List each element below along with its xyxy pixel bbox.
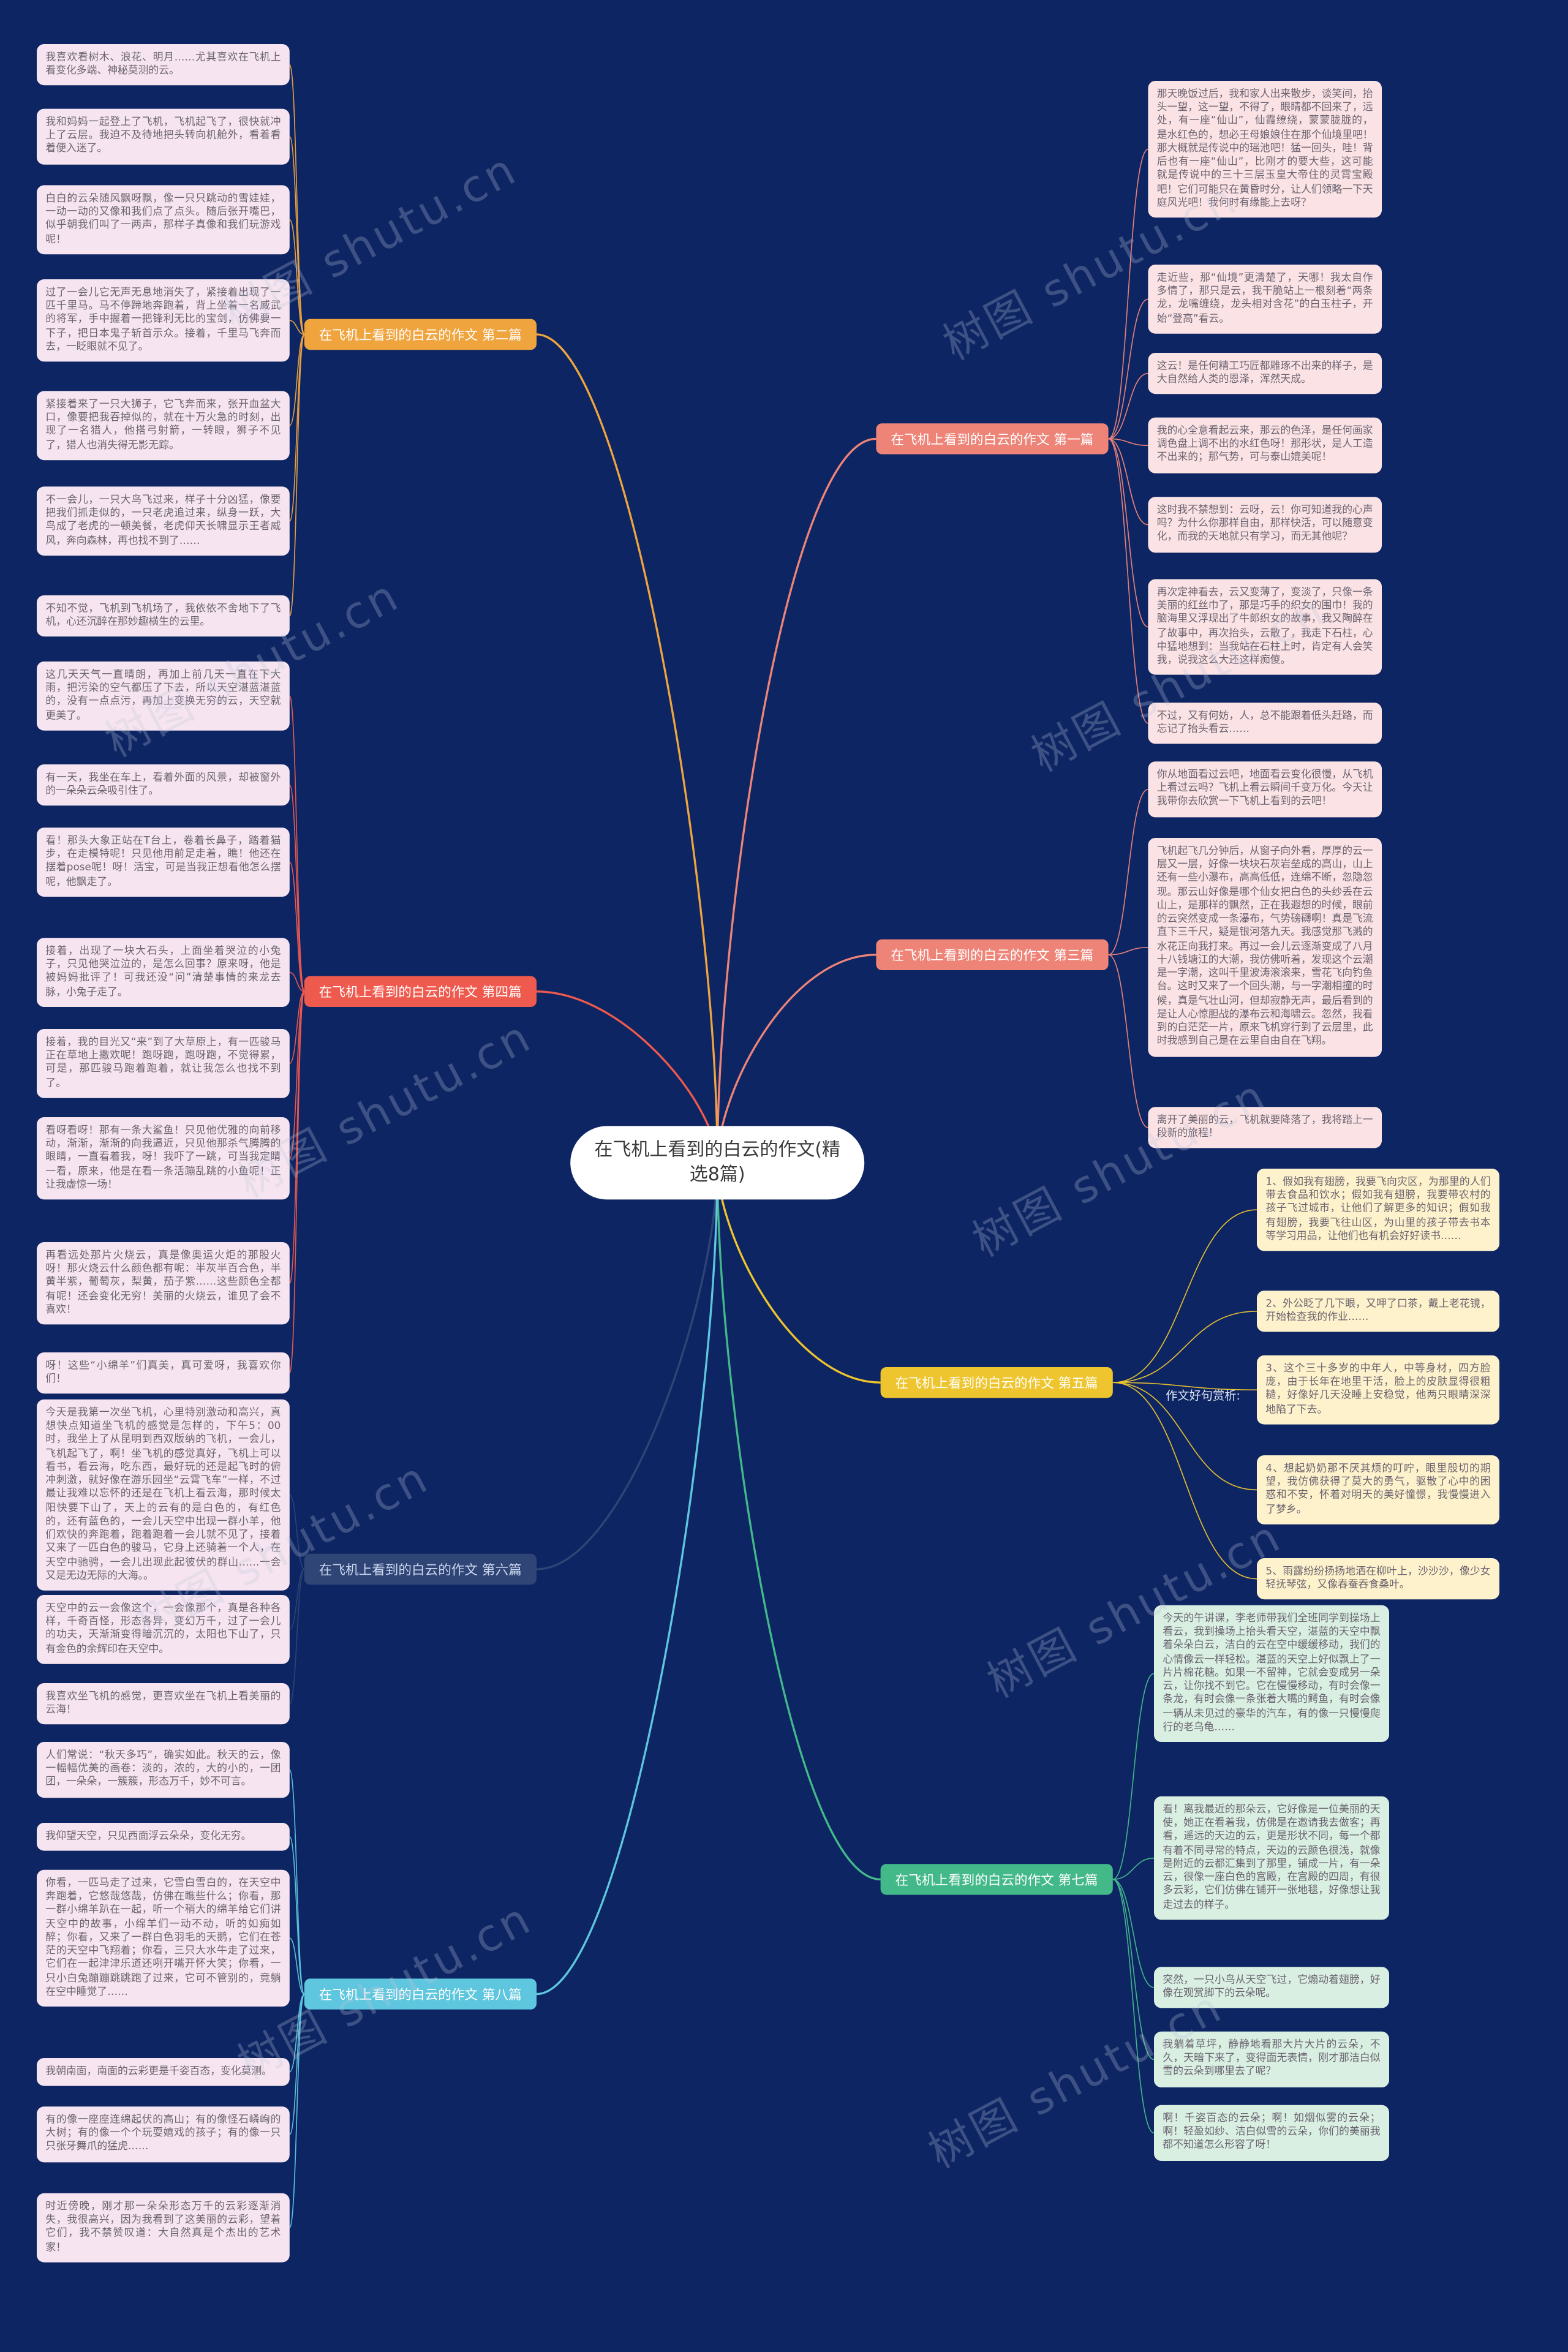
branch-node-4[interactable]: 在飞机上看到的白云的作文 第四篇 (304, 976, 537, 1008)
essay-paragraph[interactable]: 再次定神看去，云又变薄了，变淡了，只像一条美丽的红丝巾了，那是巧手的织女的围巾！… (1148, 579, 1382, 676)
essay-paragraph[interactable]: 有一天，我坐在车上，看着外面的风景，却被窗外的一朵朵云朵吸引住了。 (37, 764, 290, 807)
essay-paragraph[interactable]: 你看，一匹马走了过来，它雪白雪白的，在天空中奔跑着，它悠哉悠哉，仿佛在瞧些什么；… (37, 1869, 290, 2007)
essay-paragraph[interactable]: 再看远处那片火烧云，真是像奥运火炬的那股火呀！那火烧云什么颜色都有呢：半灰半百合… (37, 1242, 290, 1325)
center-topic[interactable]: 在飞机上看到的白云的作文(精选8篇) (570, 1126, 865, 1199)
branch-node-5[interactable]: 在飞机上看到的白云的作文 第五篇 (880, 1367, 1113, 1398)
essay-paragraph[interactable]: 这几天天气一直晴朗，再加上前几天一直在下大雨，把污染的空气都压了下去，所以天空湛… (37, 662, 290, 731)
essay-paragraph[interactable]: 看！那头大象正站在T台上，卷着长鼻子，踏着猫步，在走模特呢！只见他用前足走着，瞧… (37, 827, 290, 897)
branch-node-2[interactable]: 在飞机上看到的白云的作文 第二篇 (304, 318, 537, 350)
essay-paragraph[interactable]: 今天的午讲课，李老师带我们全班同学到操场上看云，我到操场上抬头看天空，湛蓝的天空… (1154, 1605, 1389, 1743)
essay-paragraph[interactable]: 不知不觉，飞机到飞机场了，我依依不舍地下了飞机，心还沉醉在那妙趣横生的云里。 (37, 595, 290, 638)
essay-paragraph[interactable]: 时近傍晚，刚才那一朵朵形态万千的云彩逐渐消失，我很高兴，因为我看到了这美丽的云彩… (37, 2193, 290, 2263)
essay-paragraph[interactable]: 白白的云朵随风飘呀飘，像一只只跳动的雪娃娃，一动一动的又像和我们点了点头。随后张… (37, 185, 290, 255)
essay-paragraph[interactable]: 我躺着草坪，静静地看那大片大片的云朵，不久，天暗下来了，变得面无表情，刚才那洁白… (1154, 2031, 1389, 2087)
essay-paragraph[interactable]: 我的心全意看起云来，那云的色泽，是任何画家调色盘上调不出的水红色呀！那形状，是人… (1148, 417, 1382, 473)
essay-paragraph[interactable]: 2、外公眨了几下眼，又呷了口茶，戴上老花镜，开始检查我的作业…… (1257, 1291, 1499, 1333)
essay-paragraph[interactable]: 我朝南面，南面的云彩更是千姿百态，变化莫测。 (37, 2058, 290, 2087)
essay-paragraph[interactable]: 呀！这些“小绵羊”们真美，真可爱呀，我喜欢你们！ (37, 1352, 290, 1395)
essay-paragraph[interactable]: 这云！是任何精工巧匠都雕琢不出来的样子，是大自然给人类的恩泽，浑然天成。 (1148, 353, 1382, 395)
essay-paragraph[interactable]: 接着，我的目光又“来”到了大草原上，有一匹骏马正在草地上撒欢呢！跑呀跑，跑呀跑，… (37, 1029, 290, 1098)
essay-paragraph[interactable]: 5、雨露纷纷扬扬地洒在柳叶上，沙沙沙，像少女轻抚琴弦，又像春蚕吞食桑叶。 (1257, 1558, 1499, 1600)
essay-paragraph[interactable]: 突然，一只小鸟从天空飞过，它煽动着翅膀，好像在观赏脚下的云朵呢。 (1154, 1967, 1389, 2009)
essay-paragraph[interactable]: 过了一会儿它无声无息地消失了，紧接着出现了一匹千里马。马不停蹄地奔跑着，背上坐着… (37, 279, 290, 362)
branch-node-8[interactable]: 在飞机上看到的白云的作文 第八篇 (304, 1978, 537, 2010)
essay-paragraph[interactable]: 你从地面看过云吧，地面看云变化很慢，从飞机上看过云吗？飞机上看云瞬间千变万化。今… (1148, 761, 1382, 817)
essay-paragraph[interactable]: 不一会儿，一只大鸟飞过来，样子十分凶猛，像要把我们抓走似的，一只老虎追过来，纵身… (37, 486, 290, 556)
branch-node-3[interactable]: 在飞机上看到的白云的作文 第三篇 (876, 939, 1109, 971)
branch-node-6[interactable]: 在飞机上看到的白云的作文 第六篇 (304, 1553, 537, 1585)
essay-paragraph[interactable]: 紧接着来了一只大狮子，它飞奔而来，张开血盆大口，像要把我吞掉似的，就在十万火急的… (37, 391, 290, 461)
essay-paragraph[interactable]: 3、这个三十多岁的中年人，中等身材，四方脸庞，由于长年在地里干活，脸上的皮肤显得… (1257, 1355, 1499, 1425)
branch-node-1[interactable]: 在飞机上看到的白云的作文 第一篇 (876, 423, 1109, 454)
essay-paragraph[interactable]: 4、想起奶奶那不厌其烦的叮咛，眼里殷切的期望，我仿佛获得了莫大的勇气，驱散了心中… (1257, 1455, 1499, 1525)
branch-node-7[interactable]: 在飞机上看到的白云的作文 第七篇 (880, 1864, 1113, 1895)
annotation-label: 作文好句赏析: (1166, 1389, 1240, 1403)
essay-paragraph[interactable]: 天空中的云一会像这个，一会像那个，真是各种各样，千奇百怪，形态各异，变幻万千，过… (37, 1595, 290, 1664)
essay-paragraph[interactable]: 飞机起飞几分钟后，从窗子向外看，厚厚的云一层又一层，好像一块块石灰岩垒成的高山，… (1148, 838, 1382, 1057)
essay-paragraph[interactable]: 1、假如我有翅膀，我要飞向灾区，为那里的人们带去食品和饮水；假如我有翅膀，我要带… (1257, 1169, 1499, 1251)
essay-paragraph[interactable]: 走近些，那“仙境”更清楚了，天哪！我太自作多情了，那只是云，我干脆站上一根刻着“… (1148, 265, 1382, 334)
essay-paragraph[interactable]: 那天晚饭过后，我和家人出来散步，谈笑间，抬头一望，这一望，不得了，眼睛都不回来了… (1148, 81, 1382, 218)
essay-paragraph[interactable]: 今天是我第一次坐飞机，心里特别激动和高兴，真想快点知道坐飞机的感觉是怎样的，下午… (37, 1399, 290, 1591)
essay-paragraph[interactable]: 这时我不禁想到：云呀，云！你可知道我的心声吗？为什么你那样自由，那样快活，可以随… (1148, 497, 1382, 552)
essay-paragraph[interactable]: 啊！千姿百态的云朵；啊！如烟似雾的云朵；啊！轻盈如纱、洁白似雪的云朵，你们的美丽… (1154, 2105, 1389, 2161)
essay-paragraph[interactable]: 看呀看呀！那有一条大鲨鱼！只见他优雅的向前移动，渐渐，渐渐的向我逼近，只见他那杀… (37, 1117, 290, 1200)
essay-paragraph[interactable]: 我仰望天空，只见西面浮云朵朵，变化无穷。 (37, 1823, 290, 1852)
essay-paragraph[interactable]: 离开了美丽的云，飞机就要降落了，我将踏上一段新的旅程！ (1148, 1107, 1382, 1149)
essay-paragraph[interactable]: 我喜欢坐飞机的感觉，更喜欢坐在飞机上看美丽的云海！ (37, 1683, 290, 1725)
essay-paragraph[interactable]: 我和妈妈一起登上了飞机，飞机起飞了，很快就冲上了云层。我迫不及待地把头转向机舱外… (37, 108, 290, 165)
essay-paragraph[interactable]: 人们常说：“秋天多巧”，确实如此。秋天的云，像一幅幅优美的画卷：淡的，浓的，大的… (37, 1742, 290, 1798)
essay-paragraph[interactable]: 我喜欢看树木、浪花、明月……尤其喜欢在飞机上看变化多端、神秘莫测的云。 (37, 44, 290, 86)
essay-paragraph[interactable]: 接着，出现了一块大石头，上面坐着哭泣的小兔子，只见他哭泣泣的，是怎么回事？原来呀… (37, 938, 290, 1007)
essay-paragraph[interactable]: 不过，又有何妨，人，总不能跟着低头赶路，而忘记了抬头看云…… (1148, 703, 1382, 745)
essay-paragraph[interactable]: 有的像一座座连绵起伏的高山；有的像怪石嶙峋的大树；有的像一个个玩耍嬉戏的孩子；有… (37, 2106, 290, 2162)
essay-paragraph[interactable]: 看！离我最近的那朵云，它好像是一位美丽的天使，她正在看着我，仿佛是在邀请我去做客… (1154, 1796, 1389, 1920)
